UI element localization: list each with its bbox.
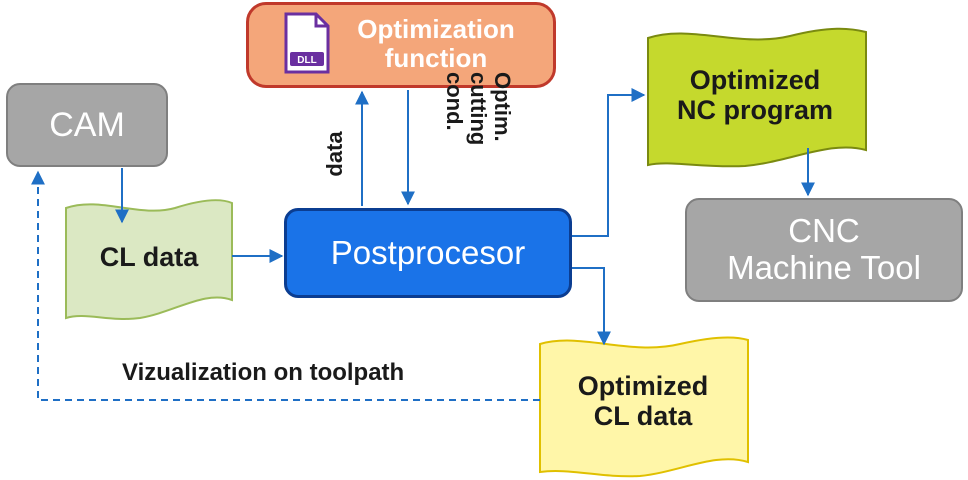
postprocessor-node: Postprocesor [284,208,572,298]
data-edge-label: data [322,131,347,177]
optimized-nc-shape [647,27,867,168]
arrow-postprocessor-to-nc [572,88,646,237]
cam-node: CAM [6,83,168,167]
dll-file-icon: DLL [284,12,330,74]
visualization-label: Vizualization on toolpath [122,359,405,386]
cl-data-shape [65,199,233,320]
arrow-visualization-dashed [31,170,540,401]
arrow-postprocessor-to-optimized-cl [572,267,611,346]
dll-icon-text: DLL [297,55,316,66]
optimization-function-label: Optimization function [357,13,515,73]
optim-label-line2: cutting [465,72,491,146]
optim-label-line3: cond. [442,72,468,131]
optimized-cl-label: Optimized CL data [577,370,709,431]
optim-cutting-cond-label: Optim. cutting cond. [438,72,518,232]
optimized-nc-label: Optimized NC program [676,64,833,125]
cnc-machine-node: CNC Machine Tool [685,198,963,302]
cl-data-label: CL data [99,241,199,272]
optimized-cl-shape [539,336,749,478]
optim-label-line1: Optim. [489,72,515,142]
